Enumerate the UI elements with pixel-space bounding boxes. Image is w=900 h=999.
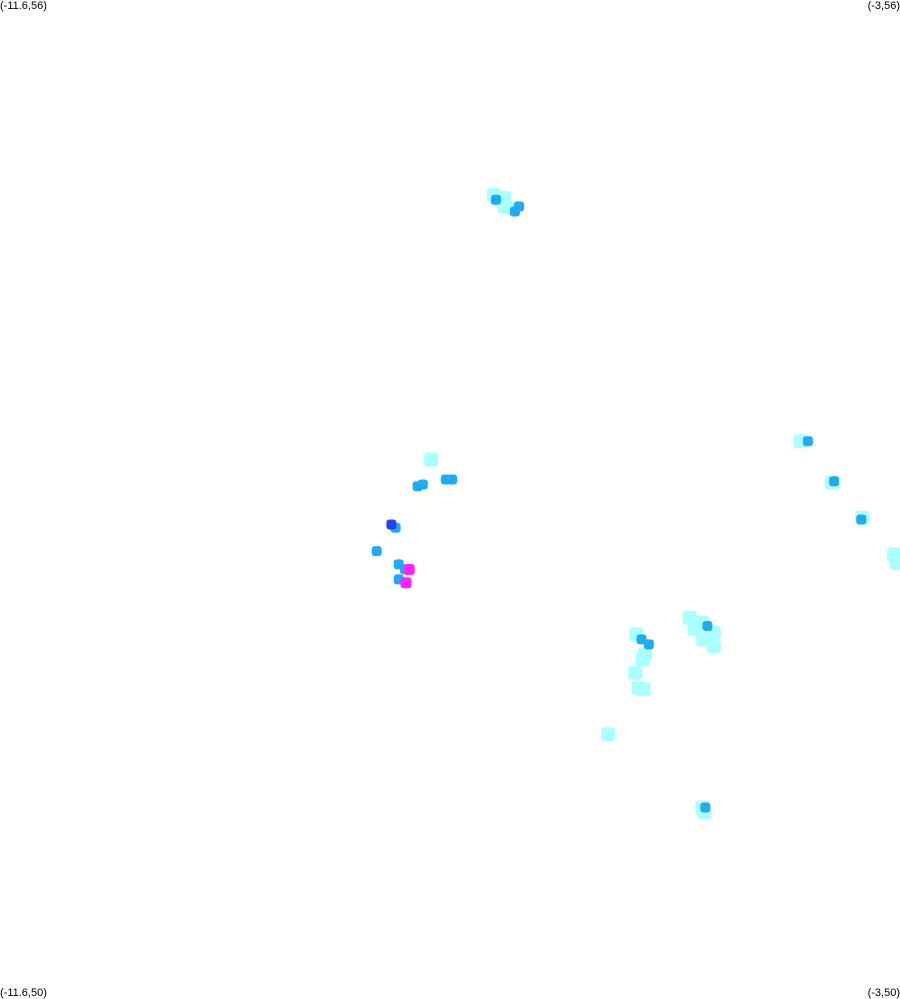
data-cell-low: [687, 622, 702, 637]
data-cell-medium: [417, 479, 428, 490]
data-cell-medium: [856, 514, 867, 525]
data-cell-low: [682, 610, 697, 625]
data-cell-peak: [403, 563, 415, 575]
corner-label-bottom-right: (-3,50): [867, 987, 900, 999]
data-cell-high: [386, 519, 397, 530]
data-cell-medium: [802, 436, 813, 447]
data-cell-medium: [491, 194, 501, 205]
data-cell-low: [424, 452, 439, 467]
data-cell-medium: [700, 802, 711, 813]
data-cell-low: [635, 652, 650, 667]
data-cell-low: [706, 639, 721, 653]
data-cell-medium: [643, 639, 654, 650]
data-cell-medium: [509, 206, 520, 217]
data-cell-low: [601, 727, 615, 742]
data-cells-layer: [371, 187, 900, 820]
data-cell-peak: [400, 577, 412, 589]
data-cell-medium: [829, 476, 840, 487]
corner-label-top-left: (-11.6,56): [0, 0, 47, 12]
corner-label-bottom-left: (-11.6,50): [0, 987, 47, 999]
data-cell-medium: [447, 474, 458, 485]
data-cell-low: [889, 555, 900, 570]
data-cell-medium: [702, 621, 713, 631]
data-cell-low: [628, 665, 643, 680]
data-cell-low: [636, 682, 651, 697]
corner-label-top-right: (-3,56): [867, 0, 900, 12]
data-cell-medium: [371, 546, 382, 557]
